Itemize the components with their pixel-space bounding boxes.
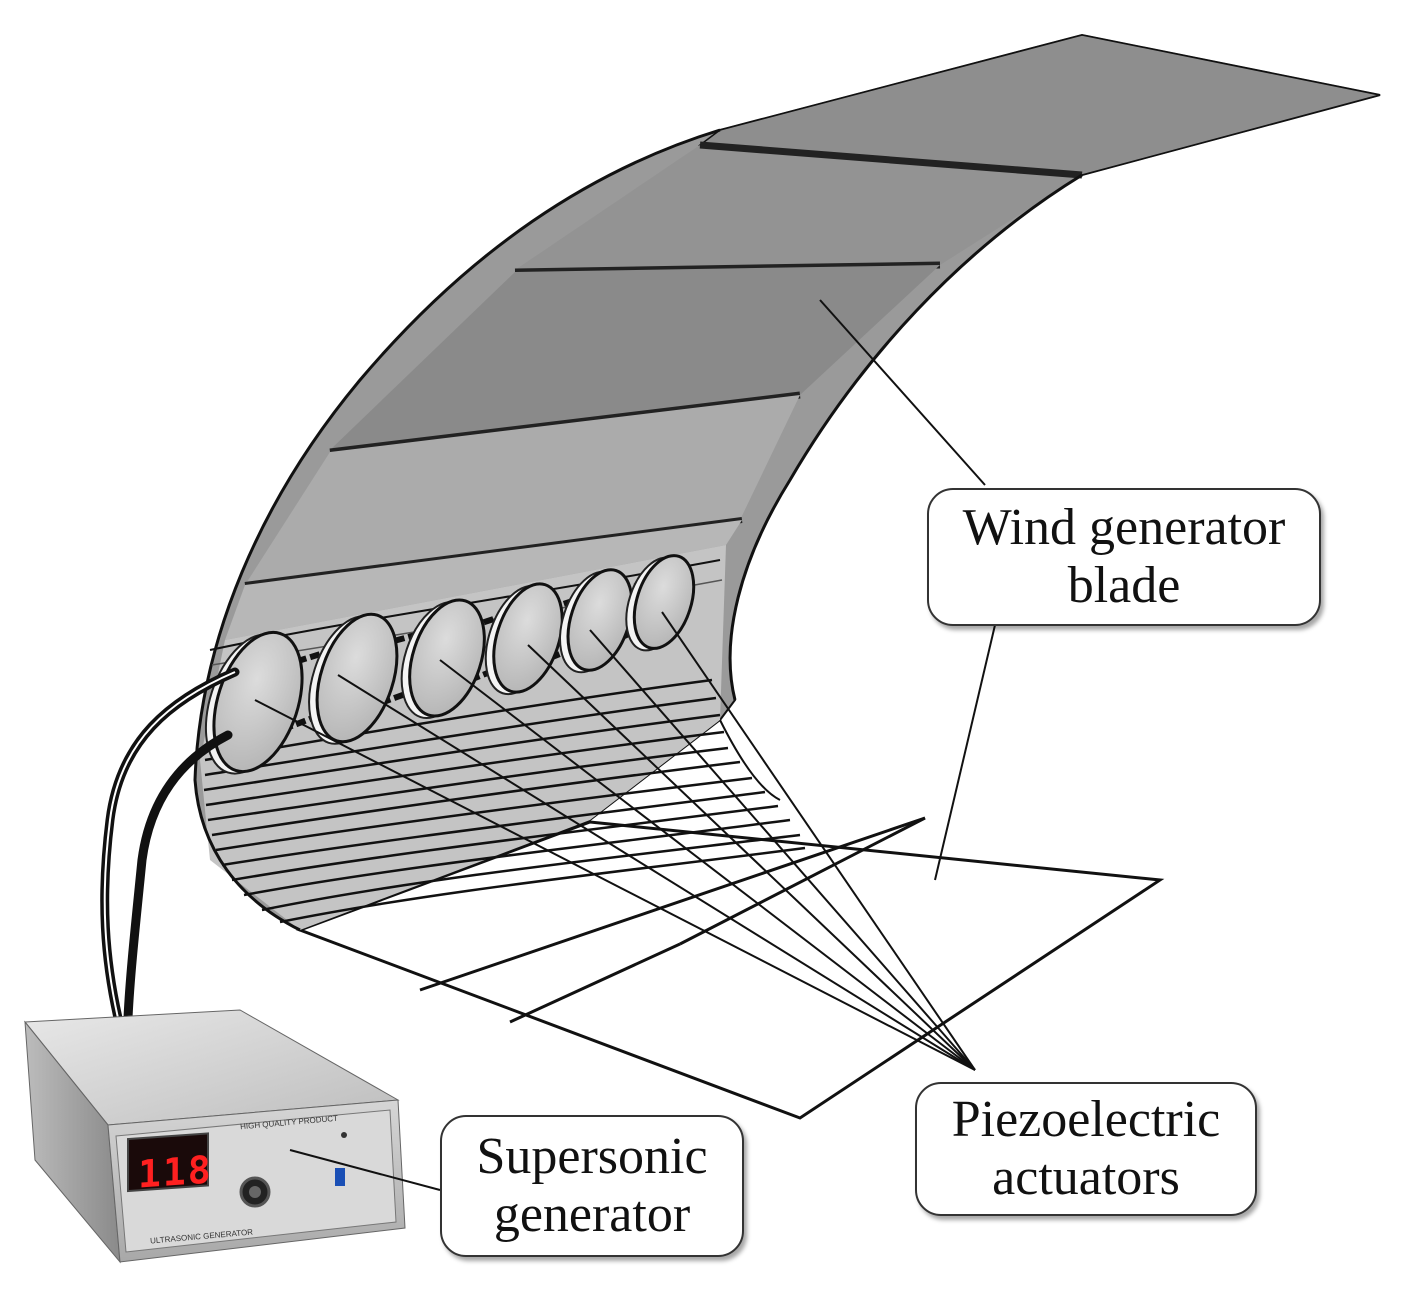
label-line: Supersonic bbox=[476, 1128, 708, 1185]
cable-highlight bbox=[103, 671, 236, 1019]
label-line: Piezoelectric bbox=[951, 1091, 1221, 1148]
actuator-connector bbox=[366, 682, 432, 711]
label-wind-generator-blade: Wind generator blade bbox=[927, 488, 1321, 626]
lcd-readout: 118 bbox=[138, 1147, 213, 1197]
blade-pointer-lines bbox=[819, 299, 996, 881]
actuator-disc bbox=[315, 612, 399, 744]
power-switch[interactable] bbox=[335, 1168, 345, 1186]
actuator-disc bbox=[632, 554, 696, 650]
actuator-disc bbox=[408, 598, 486, 718]
label-supersonic-generator: Supersonic generator bbox=[440, 1115, 744, 1257]
label-piezoelectric-actuators: Piezoelectric actuators bbox=[915, 1082, 1257, 1216]
label-line: Wind generator bbox=[962, 499, 1286, 556]
label-line: generator bbox=[493, 1186, 691, 1243]
label-line: actuators bbox=[992, 1149, 1180, 1206]
supersonic-generator-device bbox=[23, 1009, 406, 1264]
actuator-pointer-lines bbox=[254, 611, 976, 1071]
actuator-disc bbox=[492, 582, 564, 694]
generator-pointer-line bbox=[289, 1149, 441, 1191]
actuator-connector bbox=[366, 628, 431, 652]
lcd-display bbox=[127, 1132, 209, 1193]
label-line: blade bbox=[1067, 557, 1181, 614]
indicator-led bbox=[341, 1132, 347, 1138]
